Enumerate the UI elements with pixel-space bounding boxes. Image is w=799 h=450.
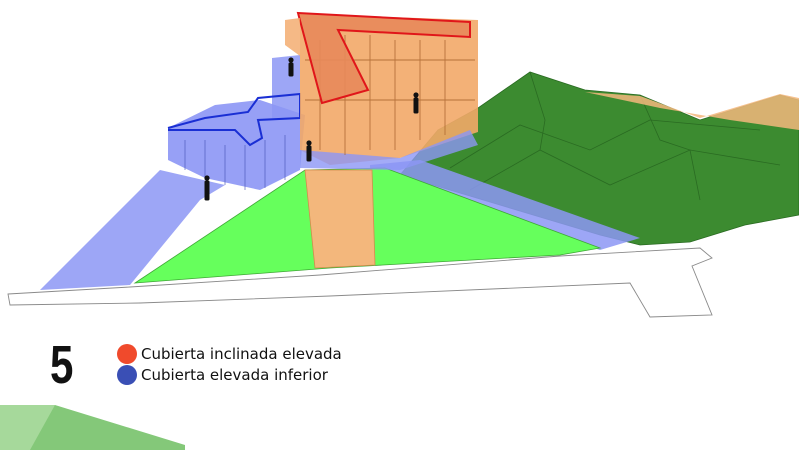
- person-figure: [306, 140, 312, 162]
- corner-accent-shade: [0, 405, 55, 450]
- legend-item-lower-roof: Cubierta elevada inferior: [117, 364, 342, 385]
- legend-dot-icon: [117, 343, 137, 364]
- legend-label: Cubierta inclinada elevada: [141, 344, 342, 363]
- person-figure: [288, 57, 294, 77]
- legend: Cubierta inclinada elevada Cubierta elev…: [117, 343, 342, 385]
- right-walkway: [370, 160, 640, 250]
- person-figure: [204, 175, 210, 201]
- person-figure: [413, 92, 419, 114]
- upper-volume-deck: [300, 130, 478, 170]
- lower-volume-body: [168, 100, 305, 190]
- hillside-contour: [449, 119, 761, 169]
- upper-roof-outline: [296, 11, 471, 105]
- legend-dot-icon: [117, 364, 137, 385]
- foreground-slab: [7, 247, 713, 318]
- central-path: [304, 169, 376, 269]
- lower-volume-tower: [272, 55, 300, 118]
- step-number: 5: [50, 335, 74, 395]
- lower-volume-mullions: [184, 135, 286, 190]
- rear-terrace: [585, 92, 799, 130]
- upper-roof-top: [298, 13, 470, 103]
- hillside-contour: [639, 94, 701, 201]
- legend-label: Cubierta elevada inferior: [141, 365, 328, 384]
- hillside-contour: [529, 71, 546, 151]
- left-walkway: [40, 170, 225, 290]
- legend-item-inclined-roof: Cubierta inclinada elevada: [117, 343, 342, 364]
- roof-flap: [285, 18, 300, 56]
- hillside-contour: [469, 149, 781, 191]
- lower-roof-outline: [167, 92, 301, 147]
